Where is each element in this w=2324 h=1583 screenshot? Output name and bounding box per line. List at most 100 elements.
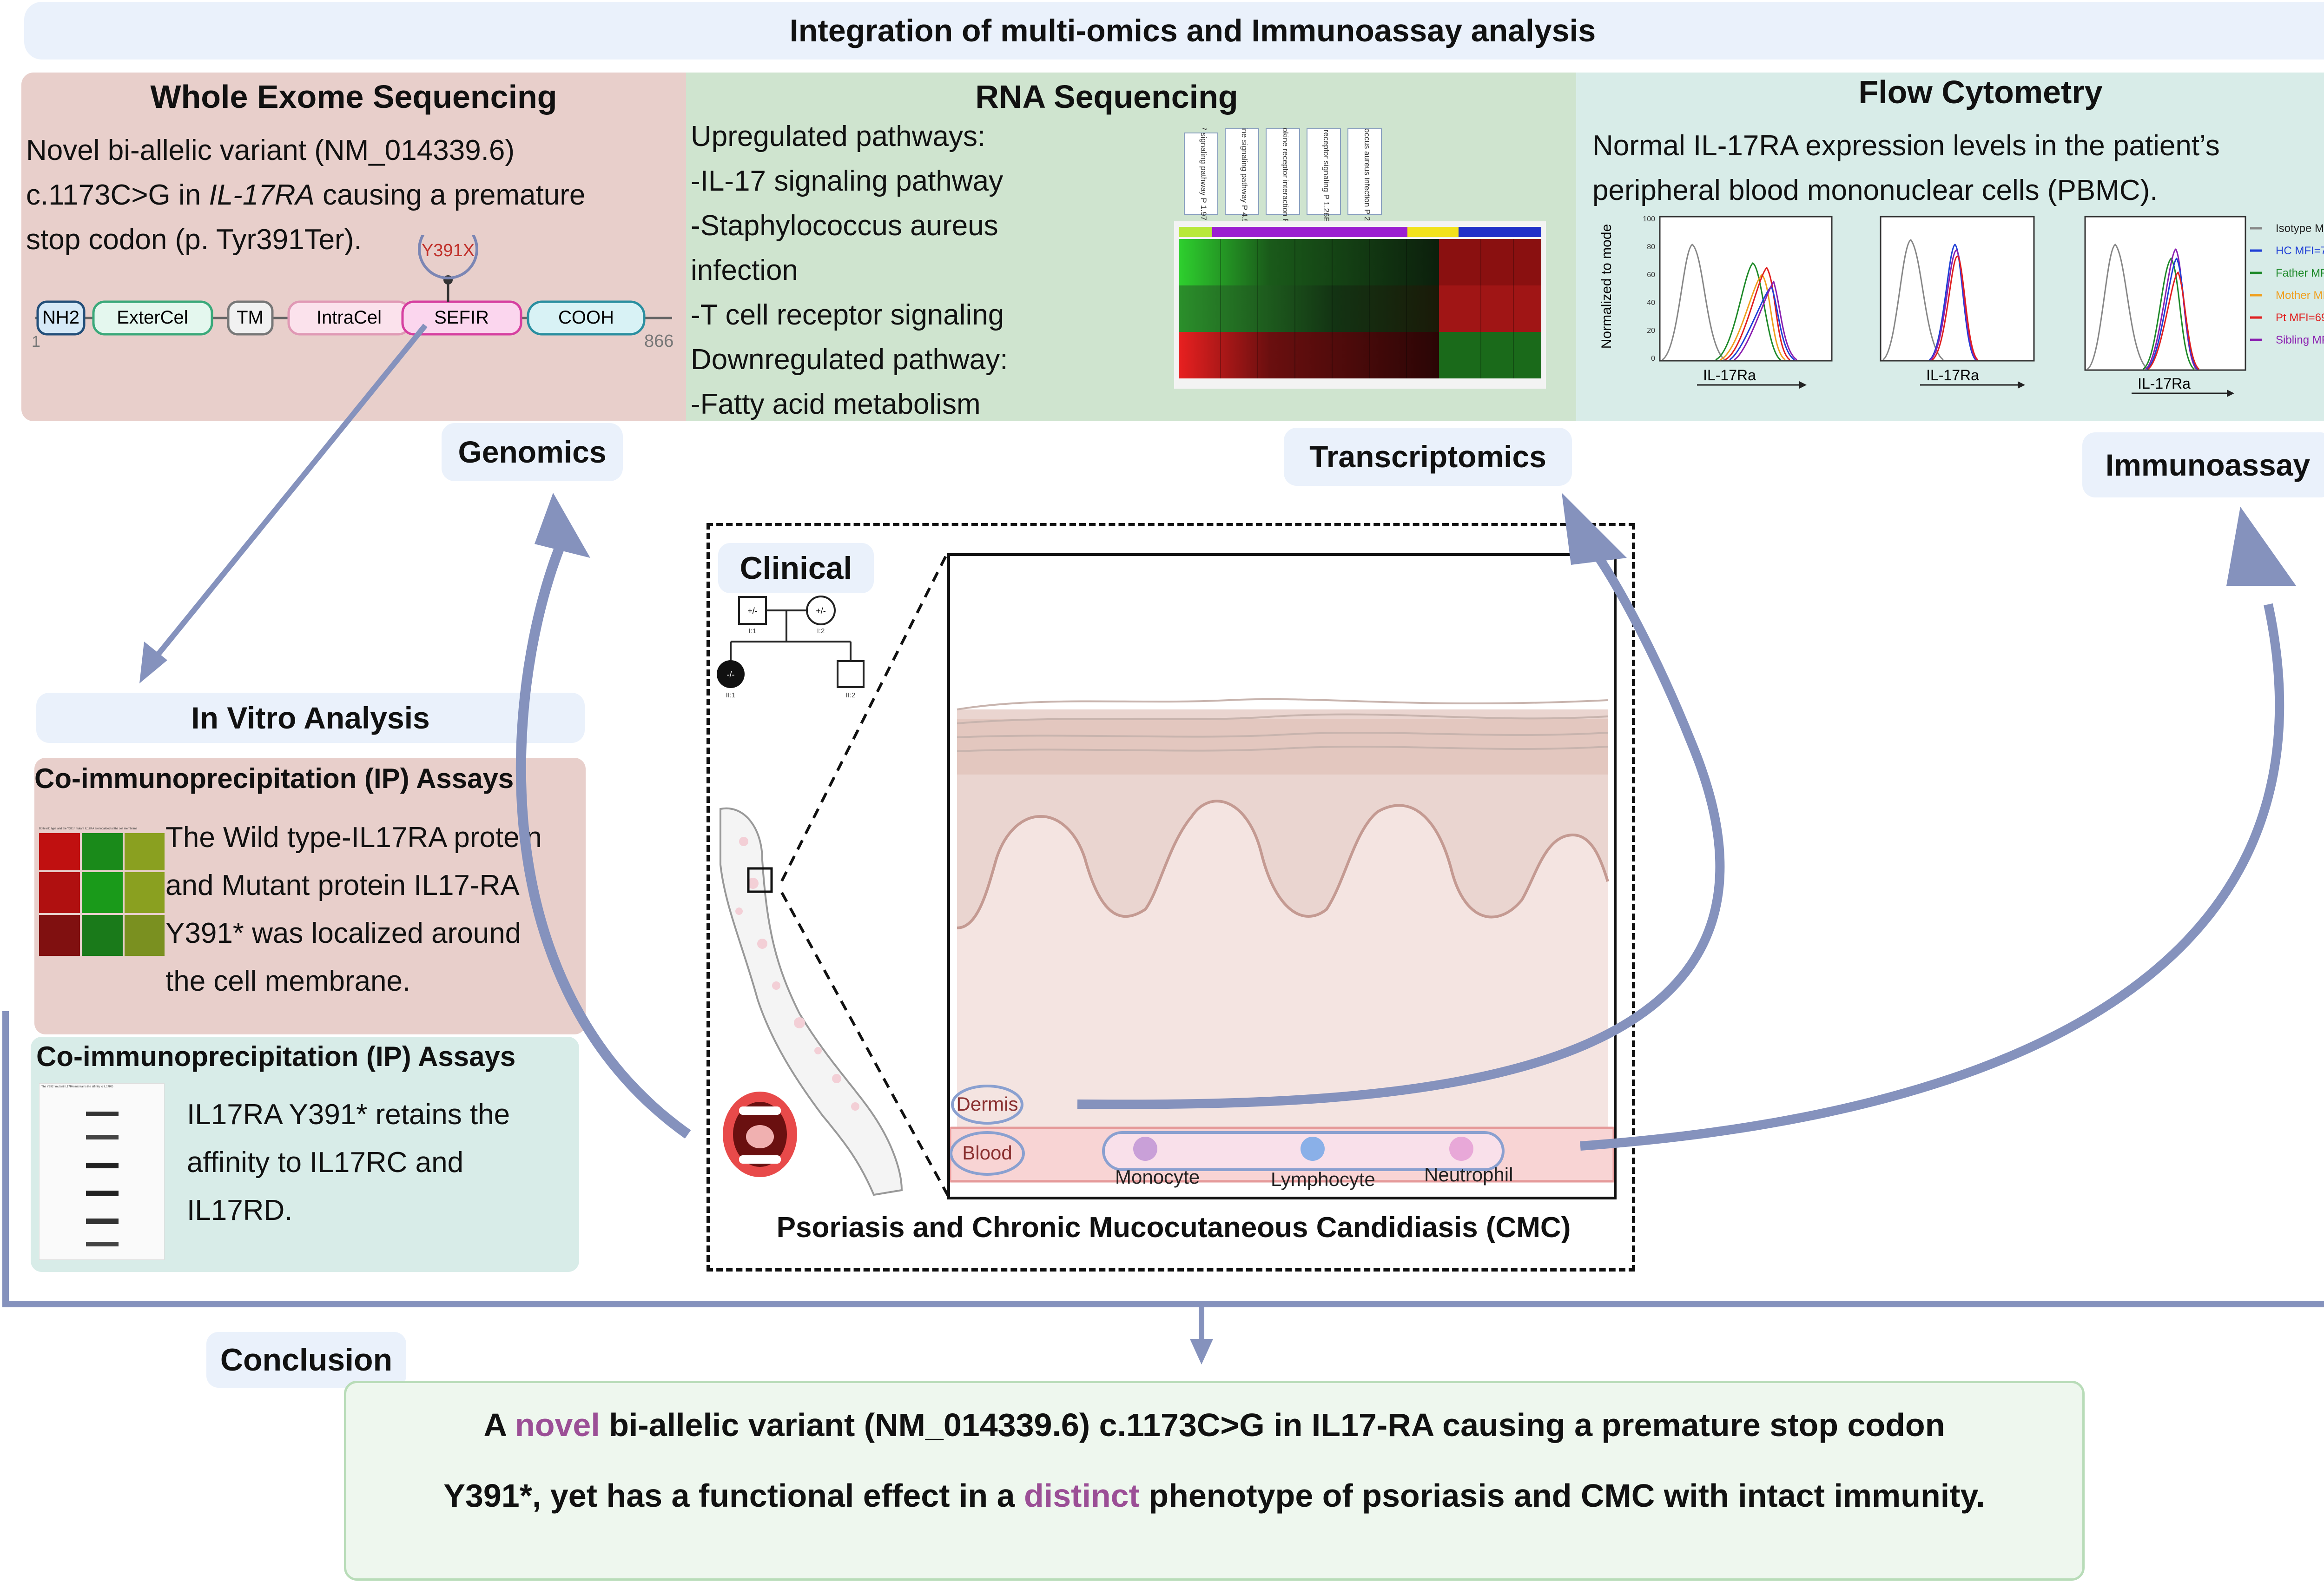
domain-sefir-label: SEFIR [434, 307, 489, 328]
position-start: 1 [32, 333, 40, 351]
in-vitro-box-2: Co-immunoprecipitation (IP) Assays The Y… [31, 1037, 579, 1272]
transcriptomics-label: Transcriptomics [1284, 428, 1572, 486]
domain-extercel-label: ExterCel [117, 307, 188, 328]
pedigree-patient-genotype: -/- [727, 670, 735, 679]
header-banner: Integration of multi-omics and Immunoass… [24, 2, 2324, 60]
in-vitro-title: In Vitro Analysis [36, 693, 585, 743]
heatmap-label-2-text: Chemokine signaling pathway P 4.54E-07 [1240, 128, 1249, 245]
svg-text:I:1: I:1 [749, 627, 757, 635]
in-vitro-box-2-title: Co-immunoprecipitation (IP) Assays [36, 1041, 516, 1072]
heatmap-label-4 [1307, 128, 1341, 215]
in-vitro-title-text: In Vitro Analysis [191, 701, 430, 735]
neutrophil-label: Neutrophil [1424, 1164, 1513, 1186]
heatmap-label-1 [1184, 132, 1218, 215]
domain-nh2-label: NH2 [42, 307, 79, 328]
lymphocyte-icon [1301, 1137, 1325, 1161]
svg-text:80: 80 [1647, 243, 1655, 251]
protein-domain-diagram: NH2 ExterCel TM IntraCel SEFIR COOH 1 86… [32, 235, 673, 351]
rna-line-3: -Staphylococcus aureus [691, 210, 998, 242]
rna-line-1: Upregulated pathways: [691, 120, 986, 152]
wes-text: Novel bi-allelic variant (NM_014339.6) c… [26, 128, 686, 262]
wes-line-1: Novel bi-allelic variant (NM_014339.6) [26, 134, 515, 166]
in-vitro-box-1: Co-immunoprecipitation (IP) Assays Both … [34, 758, 586, 1034]
blot-thumbnail-caption: The Y391* mutant IL17RA maintains the af… [41, 1086, 113, 1088]
in-vitro-box-1-line-4: the cell membrane. [165, 965, 411, 997]
rna-title: RNA Sequencing [975, 79, 1238, 115]
pedigree: +/- +/- -/- I:1 I:2 II:1 II:2 [717, 596, 865, 699]
wes-gene: IL-17RA [209, 179, 315, 211]
arrow-to-immunoassay [1580, 603, 2284, 1151]
monocyte-icon [1133, 1137, 1157, 1161]
in-vitro-box-2-line-3: IL17RD. [187, 1194, 293, 1226]
lymphocyte-label: Lymphocyte [1271, 1168, 1375, 1190]
svg-text:II:2: II:2 [846, 691, 856, 699]
wes-line-2-prefix: c.1173C>G in [26, 179, 209, 211]
in-vitro-box-1-line-2: and Mutant protein IL17-RA [165, 869, 520, 901]
svg-text:Father MFI=559: Father MFI=559 [2276, 267, 2324, 279]
conclusion-title-text: Conclusion [220, 1342, 393, 1378]
patient-arm-illustration [720, 807, 903, 1196]
histogram-3: IL-17Ra [2084, 216, 2246, 397]
wes-title: Whole Exome Sequencing [150, 79, 557, 115]
rna-heatmap: IL-17 signaling pathway P 1.97E-06 Chemo… [1174, 128, 1546, 389]
skin-tissue-illustration: Monocyte Lymphocyte Neutrophil Dermis Bl… [950, 698, 1614, 1190]
mutation-label: Y391X [422, 241, 475, 260]
conclusion-line-1: A novel bi-allelic variant (NM_014339.6)… [483, 1407, 1945, 1443]
conclusion-highlight-novel: novel [515, 1407, 600, 1443]
svg-text:40: 40 [1647, 299, 1655, 307]
flow-legend: Isotype MFI=43 HC MFI=715 Father MFI=559… [2250, 222, 2324, 346]
rna-line-4: infection [691, 254, 798, 286]
rna-panel: RNA Sequencing Upregulated pathways: -IL… [686, 73, 1576, 421]
in-vitro-box-1-line-3: Y391* was localized around [165, 917, 522, 949]
flow-text: Normal IL-17RA expression levels in the … [1592, 124, 2324, 213]
transcriptomics-label-text: Transcriptomics [1309, 439, 1546, 474]
flow-x-axis-1: IL-17Ra [1703, 367, 1756, 384]
flow-panel: Flow Cytometry Normal IL-17RA expression… [1576, 73, 2324, 421]
clinical-title-text: Clinical [739, 550, 852, 586]
if-image-thumbnail: Both wild type and the Y391* mutant IL17… [39, 828, 165, 958]
conclusion-title: Conclusion [206, 1332, 406, 1388]
wes-line-3: stop codon (p. Tyr391Ter). [26, 224, 362, 256]
svg-text:HC MFI=715: HC MFI=715 [2276, 245, 2324, 257]
svg-text:20: 20 [1647, 327, 1655, 335]
in-vitro-box-2-line-1: IL17RA Y391* retains the [187, 1099, 510, 1131]
arrow-to-conclusion [1190, 1339, 1213, 1364]
svg-text:Mother MFI=552: Mother MFI=552 [2276, 289, 2324, 302]
header-title: Integration of multi-omics and Immunoass… [789, 13, 1596, 48]
arrow-head-in-vitro [139, 642, 167, 683]
wes-line-2: c.1173C>G in IL-17RA causing a premature [26, 173, 686, 218]
dermis-label: Dermis [957, 1093, 1018, 1115]
rna-line-2: -IL-17 signaling pathway [691, 165, 1004, 197]
rna-line-7: -Fatty acid metabolism [691, 388, 981, 420]
domain-tm-label: TM [237, 307, 264, 328]
immunoassay-label: Immunoassay [2082, 432, 2324, 497]
clinical-title: Clinical [718, 543, 874, 593]
flow-y-axis: Normalized to mode [1599, 224, 1614, 349]
flow-line-2: peripheral blood mononuclear cells (PBMC… [1592, 174, 2158, 206]
domain-intracel-label: IntraCel [317, 307, 382, 328]
svg-text:60: 60 [1647, 271, 1655, 279]
wes-line-2-suffix: causing a premature [314, 179, 586, 211]
in-vitro-box-1-line-1: The Wild type-IL17RA protein [165, 821, 542, 854]
svg-text:Pt MFI=692: Pt MFI=692 [2276, 311, 2324, 324]
mouth-icon [723, 1092, 797, 1177]
domain-cooh [527, 300, 646, 336]
wes-panel: Whole Exome Sequencing Novel bi-allelic … [21, 73, 686, 421]
position-end: 866 [644, 331, 673, 351]
svg-text:0: 0 [1651, 355, 1655, 363]
flow-title: Flow Cytometry [1858, 74, 2103, 110]
heatmap-label-2 [1225, 128, 1259, 215]
heatmap-label-4-text: T cell receptor signaling P 1.26E-07 [1322, 128, 1331, 233]
flow-x-axis-3: IL-17Ra [2138, 375, 2191, 392]
svg-text:I:2: I:2 [817, 627, 825, 635]
heatmap-label-1-text: IL-17 signaling pathway P 1.97E-06 [1199, 128, 1208, 237]
flow-line-1: Normal IL-17RA expression levels in the … [1592, 130, 2220, 162]
heatmap-label-5 [1347, 128, 1382, 215]
genomics-label: Genomics [442, 423, 623, 481]
rna-line-6: Downregulated pathway: [691, 344, 1008, 376]
svg-text:Sibling MFI=823: Sibling MFI=823 [2276, 334, 2324, 346]
clinical-caption: Psoriasis and Chronic Mucocutaneous Cand… [776, 1212, 1571, 1244]
conclusion-box: A novel bi-allelic variant (NM_014339.6)… [344, 1381, 2085, 1581]
in-vitro-box-1-text: The Wild type-IL17RA protein and Mutant … [165, 814, 593, 1005]
